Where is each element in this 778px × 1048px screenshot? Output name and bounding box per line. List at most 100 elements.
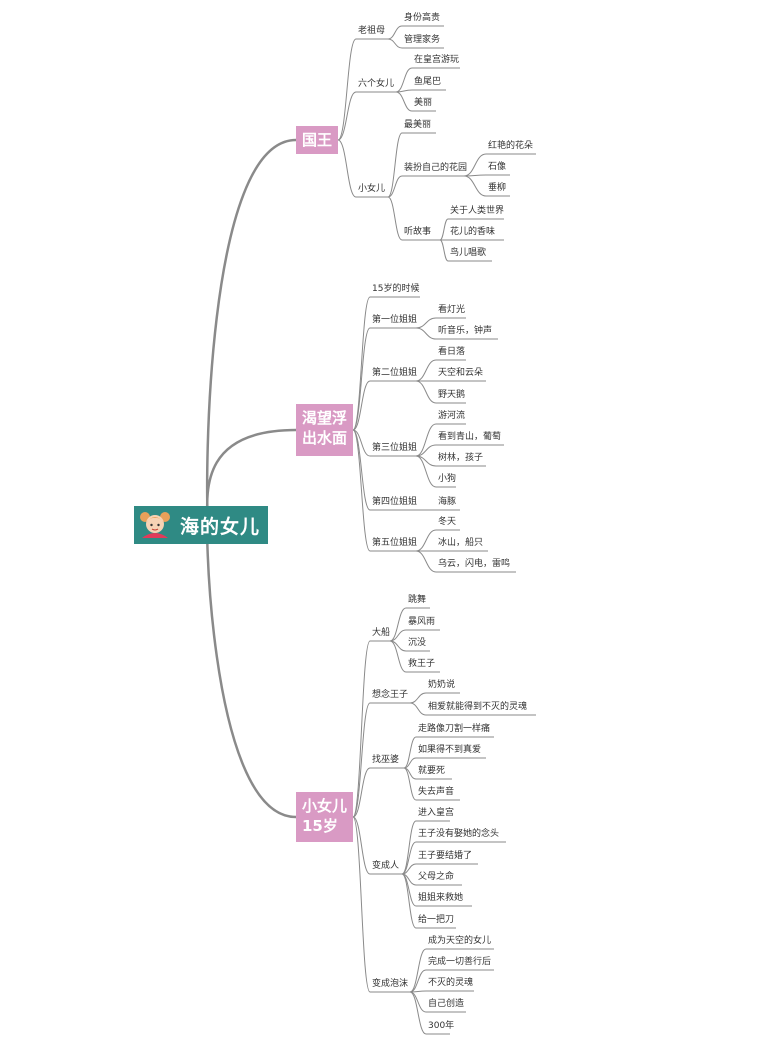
mindmap-node[interactable]: 奶奶说 xyxy=(428,680,456,690)
mindmap-node[interactable]: 就要死 xyxy=(418,766,446,776)
mindmap-node[interactable]: 姐姐来救她 xyxy=(418,893,464,903)
mindmap-node[interactable]: 花儿的香味 xyxy=(450,227,496,237)
mindmap-node[interactable]: 王子没有娶她的念头 xyxy=(418,829,500,839)
node-connector xyxy=(352,816,371,993)
mindmap-node[interactable]: 天空和云朵 xyxy=(438,368,484,378)
mindmap-node[interactable]: 15岁的时候 xyxy=(372,284,420,294)
node-connector xyxy=(337,38,357,141)
branch-desire-surface[interactable]: 渴望浮出水面 xyxy=(296,404,353,456)
node-connector xyxy=(352,640,371,818)
mindmap-node[interactable]: 在皇宫游玩 xyxy=(414,55,460,65)
node-connector xyxy=(415,380,437,404)
node-connector xyxy=(439,239,449,262)
node-connector xyxy=(439,218,449,241)
node-connector xyxy=(401,820,417,875)
node-connector xyxy=(463,175,487,197)
node-connector xyxy=(401,863,417,875)
mindmap-node[interactable]: 身份高贵 xyxy=(404,13,441,23)
mindmap-node[interactable]: 装扮自己的花园 xyxy=(404,163,468,173)
node-connector xyxy=(389,607,407,642)
node-connector xyxy=(337,139,357,198)
mindmap-node[interactable]: 冬天 xyxy=(438,517,457,527)
mindmap-node[interactable]: 第二位姐姐 xyxy=(372,368,418,378)
mindmap-node[interactable]: 救王子 xyxy=(408,659,436,669)
mindmap-node[interactable]: 完成一切善行后 xyxy=(428,957,492,967)
branch-little-daughter-15[interactable]: 小女儿15岁 xyxy=(296,792,353,842)
mindmap-node[interactable]: 看到青山，葡萄 xyxy=(438,432,502,442)
mindmap-node[interactable]: 第四位姐姐 xyxy=(372,497,418,507)
node-connector xyxy=(415,423,437,457)
mindmap-node[interactable]: 鸟儿唱歌 xyxy=(450,248,487,258)
mindmap-node[interactable]: 相爱就能得到不灭的灵魂 xyxy=(428,702,528,712)
mindmap-node[interactable]: 最美丽 xyxy=(404,120,432,130)
mindmap-node[interactable]: 听故事 xyxy=(404,227,432,237)
mindmap-node[interactable]: 跳舞 xyxy=(408,595,427,605)
mindmap-node[interactable]: 暴风雨 xyxy=(408,617,436,627)
node-connector xyxy=(415,317,437,329)
mindmap-node[interactable]: 进入皇宫 xyxy=(418,808,455,818)
root-branch-connector xyxy=(205,520,297,819)
mindmap-node[interactable]: 如果得不到真爱 xyxy=(418,745,482,755)
mindmap-node[interactable]: 关于人类世界 xyxy=(450,206,505,216)
mindmap-node[interactable]: 石像 xyxy=(488,162,507,172)
mindmap-node[interactable]: 变成泡沫 xyxy=(372,979,409,989)
mindmap-node[interactable]: 自己创造 xyxy=(428,999,465,1009)
mindmap-node[interactable]: 树林，孩子 xyxy=(438,453,484,463)
mindmap-node[interactable]: 美丽 xyxy=(414,98,433,108)
node-connector xyxy=(387,196,403,241)
mindmap-node[interactable]: 老祖母 xyxy=(358,26,386,36)
branch-little-daughter-15-label: 小女儿15岁 xyxy=(302,797,348,835)
mindmap-node[interactable]: 看日落 xyxy=(438,347,466,357)
mindmap-node[interactable]: 听音乐，钟声 xyxy=(438,326,493,336)
mindmap-node[interactable]: 300年 xyxy=(428,1021,455,1031)
mindmap-node[interactable]: 乌云，闪电，雷鸣 xyxy=(438,559,511,569)
mindmap-node[interactable]: 不灭的灵魂 xyxy=(428,978,474,988)
node-connector xyxy=(463,153,487,177)
mindmap-node[interactable]: 冰山，船只 xyxy=(438,538,484,548)
mindmap-node[interactable]: 王子要结婚了 xyxy=(418,851,473,861)
node-connector xyxy=(352,429,371,552)
mindmap-node[interactable]: 想念王子 xyxy=(372,690,409,700)
node-connector xyxy=(409,969,427,993)
mindmap-node[interactable]: 野天鹅 xyxy=(438,390,466,400)
mindmap-node[interactable]: 第一位姐姐 xyxy=(372,315,418,325)
node-connector xyxy=(387,132,403,198)
node-connector xyxy=(387,25,403,40)
mindmap-node[interactable]: 垂柳 xyxy=(488,183,507,193)
branch-king[interactable]: 国王 xyxy=(296,126,338,154)
node-connector xyxy=(352,327,371,431)
mindmap-node[interactable]: 看灯光 xyxy=(438,305,466,315)
mindmap-node[interactable]: 海豚 xyxy=(438,497,457,507)
mindmap-node[interactable]: 沉没 xyxy=(408,638,427,648)
mindmap-node[interactable]: 红艳的花朵 xyxy=(488,141,534,151)
mindmap-node[interactable]: 失去声音 xyxy=(418,787,455,797)
root-branch-connector xyxy=(205,138,297,526)
mindmap-node[interactable]: 大船 xyxy=(372,628,391,638)
mindmap-node[interactable]: 六个女儿 xyxy=(358,79,395,89)
mindmap-node[interactable]: 父母之命 xyxy=(418,872,455,882)
node-connector xyxy=(403,736,417,769)
node-connector xyxy=(409,702,427,716)
root-node[interactable]: 海的女儿 xyxy=(134,506,268,544)
mindmap-node[interactable]: 找巫婆 xyxy=(372,755,400,765)
girl-avatar-icon xyxy=(140,512,170,538)
mindmap-node[interactable]: 成为天空的女儿 xyxy=(428,936,492,946)
mindmap-node[interactable]: 第五位姐姐 xyxy=(372,538,418,548)
node-connector xyxy=(409,948,427,993)
branch-desire-surface-label: 渴望浮出水面 xyxy=(302,409,348,447)
node-connector xyxy=(403,767,417,801)
mindmap-node[interactable]: 管理家务 xyxy=(404,35,441,45)
node-connector xyxy=(415,550,437,573)
mindmap-node[interactable]: 第三位姐姐 xyxy=(372,443,418,453)
node-connector xyxy=(409,692,427,704)
mindmap-node[interactable]: 鱼尾巴 xyxy=(414,77,442,87)
mindmap-node[interactable]: 走路像刀割一样痛 xyxy=(418,724,491,734)
mindmap-node[interactable]: 变成人 xyxy=(372,861,400,871)
node-connector xyxy=(387,175,403,198)
node-connector xyxy=(389,629,407,642)
mindmap-node[interactable]: 游河流 xyxy=(438,411,466,421)
mindmap-node[interactable]: 给一把刀 xyxy=(418,915,455,925)
mindmap-node[interactable]: 小女儿 xyxy=(358,184,386,194)
mindmap-node[interactable]: 小狗 xyxy=(438,474,457,484)
